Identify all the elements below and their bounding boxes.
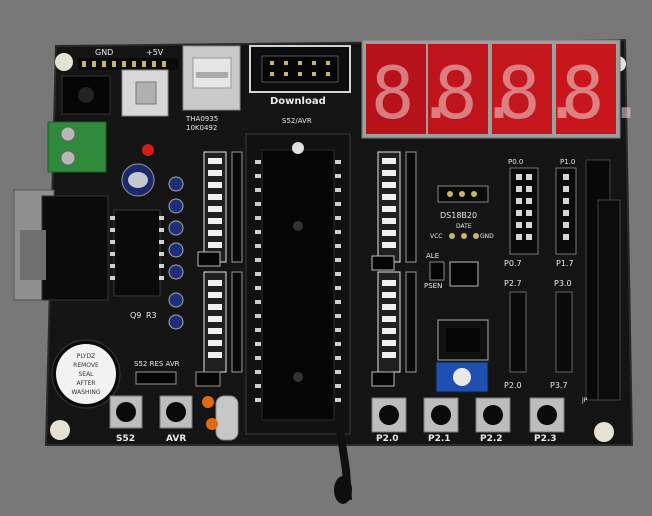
ale-jumper[interactable]: [449, 261, 479, 287]
s52-avr-top-label: S52/AVR: [282, 117, 312, 125]
sticker-line-2: REMOVE: [73, 362, 99, 369]
sticker-line-5: WASHING: [72, 389, 101, 396]
port2-header: [509, 291, 527, 373]
trim-potentiometer[interactable]: [435, 361, 489, 393]
ds18b20-label: DS18B20: [440, 211, 477, 220]
screw-terminal: [47, 121, 107, 173]
q9-label: Q9: [130, 311, 141, 320]
mode-jumper[interactable]: [135, 371, 177, 385]
p2-7-label: P2.7: [504, 279, 522, 288]
sticker-line-1: PLYDZ: [77, 353, 96, 360]
p0-7-label: P0.7: [504, 259, 522, 268]
button-p22[interactable]: [475, 397, 511, 433]
gnd-label: GND: [95, 48, 113, 57]
button-s52[interactable]: [109, 395, 143, 429]
btn-p21-label: P2.1: [428, 434, 451, 444]
btn-s52-label: S52: [116, 434, 135, 444]
vcc-label: VCC: [430, 233, 442, 240]
p2-0-label: P2.0: [504, 381, 522, 390]
max232-chip: [113, 209, 161, 297]
chip-code-2: 10K0492: [186, 124, 217, 132]
btn-p20-label: P2.0: [376, 434, 399, 444]
chip-code-1: THA0935: [185, 115, 218, 123]
jumper[interactable]: [371, 255, 395, 271]
digit-4: 8.: [561, 51, 648, 135]
jumper[interactable]: [197, 251, 221, 267]
port0-header: [509, 167, 539, 255]
port3-header: [555, 291, 573, 373]
digit-3: 8.: [497, 51, 584, 135]
p3-0-label: P3.0: [554, 279, 572, 288]
display-digits: [366, 44, 616, 134]
jumper[interactable]: [371, 371, 395, 387]
female-header-2: [597, 199, 621, 401]
mounting-post: [50, 420, 70, 440]
download-label: Download: [270, 96, 326, 107]
btn-p22-label: P2.2: [480, 434, 503, 444]
psen-label: PSEN: [424, 282, 442, 290]
s52-res-avr-label: S52 RES AVR: [134, 360, 180, 368]
sticker-line-4: AFTER: [76, 380, 95, 387]
p0-0-label: P0.0: [508, 158, 523, 166]
button-avr[interactable]: [159, 395, 193, 429]
sticker-line-3: SEAL: [78, 371, 94, 378]
digit-2: 8.: [434, 51, 521, 135]
button-p21[interactable]: [423, 397, 459, 433]
mounting-post: [594, 422, 614, 442]
button-p20[interactable]: [371, 397, 407, 433]
digit-1: 8.: [371, 51, 458, 135]
power-led: [142, 144, 154, 156]
capacitor-column: [168, 176, 184, 330]
btn-avr-label: AVR: [166, 434, 186, 444]
p1-7-label: P1.7: [556, 259, 574, 268]
crystal: [215, 395, 239, 441]
r3-label: R3: [146, 311, 157, 320]
gnd-small-label: GND: [480, 233, 494, 240]
button-p23[interactable]: [529, 397, 565, 433]
mounting-post: [55, 53, 73, 71]
buzzer-sticker: [56, 344, 116, 404]
ale-label: ALE: [426, 252, 439, 260]
jp-label: JP: [581, 397, 588, 404]
btn-p23-label: P2.3: [534, 434, 557, 444]
p1-0-label: P1.0: [560, 158, 575, 166]
date-label: DATE: [456, 223, 472, 230]
p3-7-label: P3.7: [550, 381, 568, 390]
plus5v-label: +5V: [146, 48, 164, 57]
